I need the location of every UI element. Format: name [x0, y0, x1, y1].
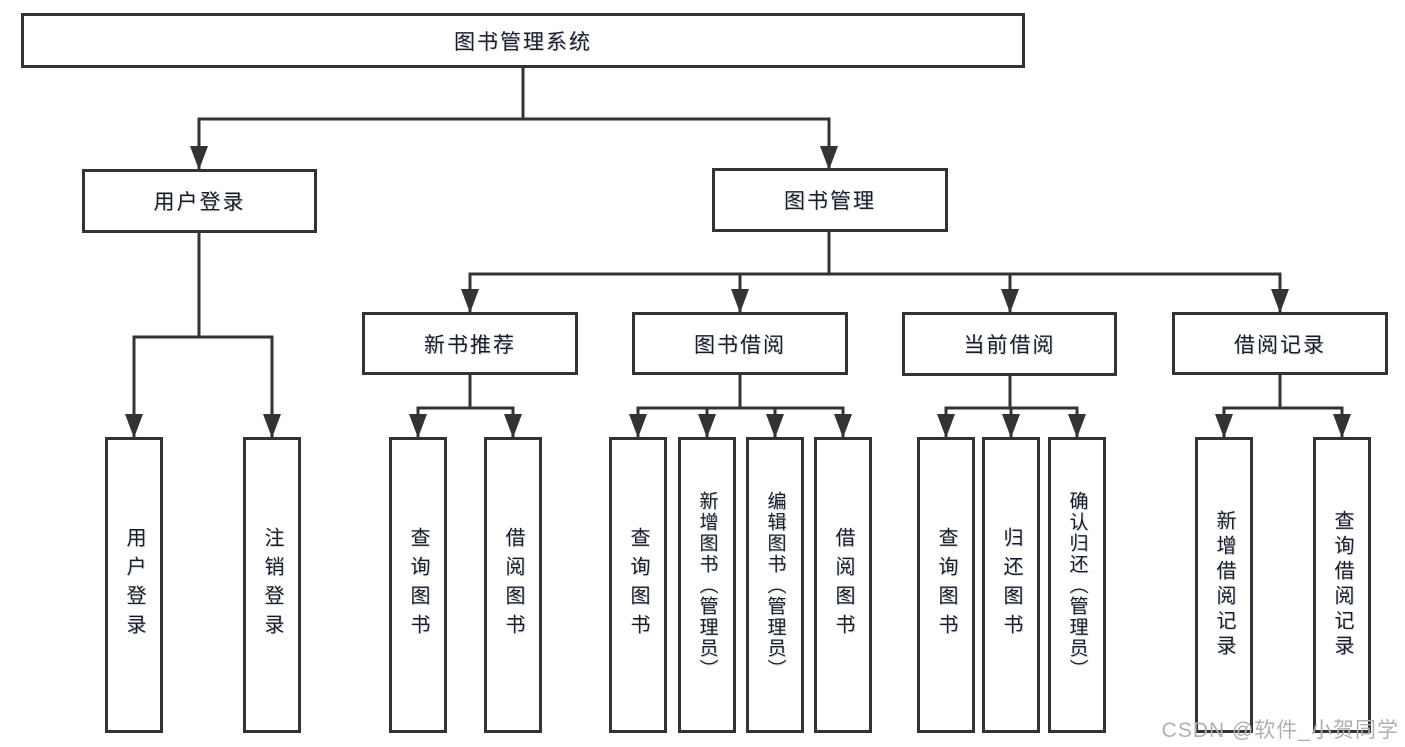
- leaf-label: 查询借阅记录: [1331, 510, 1353, 660]
- leaf-label: 确认归还（管理员）: [1066, 490, 1088, 680]
- leaf-label: 查询图书: [407, 527, 429, 643]
- leaf-user-login: 用户登录: [105, 437, 163, 733]
- node-new-book-recommend: 新书推荐: [362, 312, 578, 375]
- leaf-label: 注销登录: [261, 527, 283, 643]
- leaf-label: 归还图书: [1000, 527, 1022, 643]
- leaf-edit-books-admin: 编辑图书（管理员）: [746, 437, 804, 733]
- node-user-login: 用户登录: [82, 169, 317, 233]
- leaf-return-books: 归还图书: [982, 437, 1040, 733]
- leaf-label: 查询图书: [627, 527, 649, 643]
- leaf-logout: 注销登录: [243, 437, 301, 733]
- leaf-add-books-admin: 新增图书（管理员）: [678, 437, 736, 733]
- leaf-borrow-books-borrowing: 借阅图书: [814, 437, 872, 733]
- leaf-query-borrow-record: 查询借阅记录: [1313, 437, 1371, 733]
- leaf-borrow-books-recommend: 借阅图书: [484, 437, 542, 733]
- csdn-watermark: CSDN @软件_小贺同学: [1161, 719, 1399, 742]
- leaf-add-borrow-record: 新增借阅记录: [1195, 437, 1253, 733]
- leaf-label: 借阅图书: [832, 527, 854, 643]
- leaf-label: 新增借阅记录: [1213, 510, 1235, 660]
- node-borrowing-records: 借阅记录: [1172, 312, 1388, 375]
- node-root-system: 图书管理系统: [21, 13, 1025, 68]
- leaf-label: 查询图书: [935, 527, 957, 643]
- node-book-borrowing: 图书借阅: [632, 312, 848, 375]
- node-book-management: 图书管理: [712, 168, 948, 232]
- leaf-label: 编辑图书（管理员）: [764, 490, 786, 680]
- leaf-query-books-current: 查询图书: [917, 437, 975, 733]
- leaf-query-books-borrowing: 查询图书: [609, 437, 667, 733]
- leaf-confirm-return-admin: 确认归还（管理员）: [1048, 437, 1106, 733]
- leaf-label: 新增图书（管理员）: [696, 490, 718, 680]
- leaf-label: 借阅图书: [502, 527, 524, 643]
- node-current-borrowing: 当前借阅: [902, 312, 1117, 376]
- leaf-query-books-recommend: 查询图书: [389, 437, 447, 733]
- leaf-label: 用户登录: [123, 527, 145, 643]
